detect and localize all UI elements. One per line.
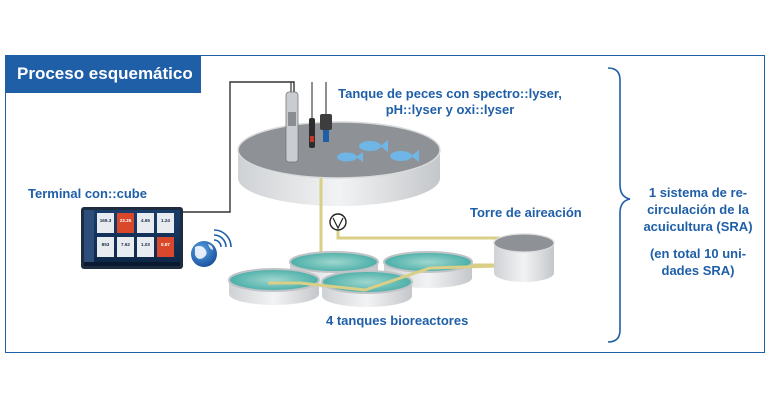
globe-icon	[191, 241, 217, 267]
terminal-device: 169.3 23.35 4.65 1.24 853 7.62 1.03 0.87	[81, 207, 183, 269]
fish-tank	[237, 121, 441, 206]
terminal-tile-value: 4.65	[141, 218, 150, 223]
probe-icon	[285, 82, 332, 163]
terminal-tile-value: 1.24	[161, 218, 170, 223]
terminal-tile	[157, 213, 174, 233]
terminal-tile	[137, 237, 154, 257]
pump-icon	[329, 213, 347, 231]
terminal-tile-value: 23.35	[120, 218, 132, 223]
fish-tank-label: Tanque de peces con spectro::lyser, pH::…	[338, 86, 562, 117]
terminal-tile	[137, 213, 154, 233]
bioreactor-tank	[228, 268, 320, 305]
system-description: 1 sistema de re- circulación de la acuic…	[643, 185, 753, 278]
aeration-tower-label: Torre de aireación	[470, 205, 582, 220]
terminal-tile-value: 0.87	[161, 242, 170, 247]
terminal-tile-value: 853	[102, 242, 110, 247]
wifi-icon	[213, 229, 232, 248]
terminal-tile-value: 169.3	[100, 218, 112, 223]
terminal-tile	[157, 237, 174, 257]
page-title: Proceso esquemático	[5, 55, 201, 93]
pipe	[268, 264, 499, 292]
terminal-label: Terminal con::cube	[28, 186, 147, 201]
terminal-tile	[97, 237, 114, 257]
bioreactors-label: 4 tanques bioreactores	[326, 313, 469, 328]
terminal-tile-value: 7.62	[121, 242, 130, 247]
terminal-tile	[117, 213, 134, 233]
terminal-tile-value: 1.03	[141, 242, 150, 247]
terminal-tile	[97, 213, 114, 233]
fish-icon	[337, 140, 419, 162]
brace	[607, 67, 631, 343]
terminal-tile	[117, 237, 134, 257]
terminal-cable	[183, 81, 295, 213]
aeration-tower	[493, 233, 555, 282]
